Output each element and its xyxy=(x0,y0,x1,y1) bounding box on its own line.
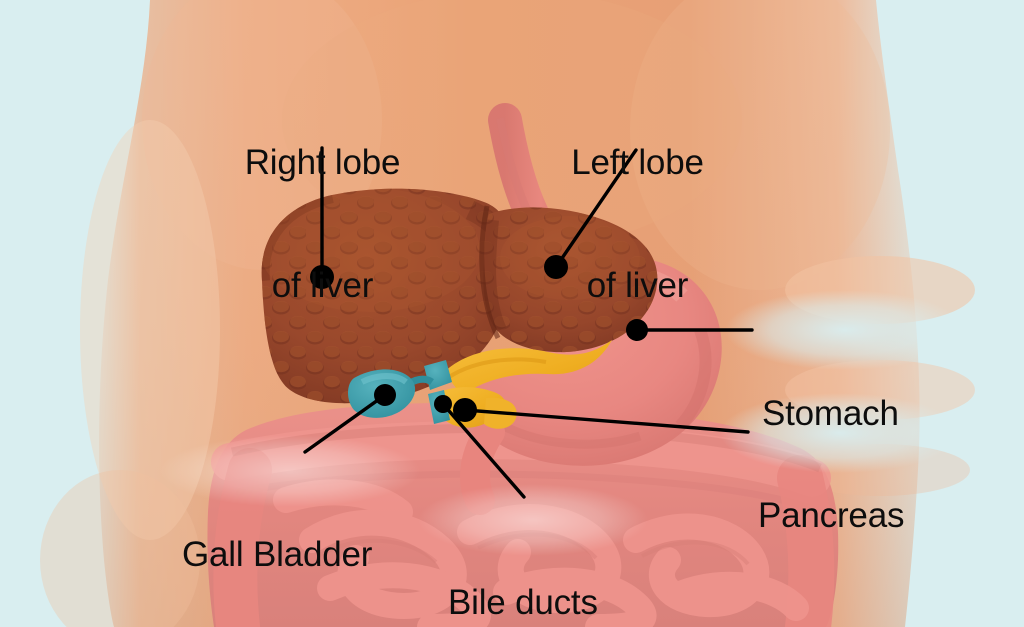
label-left-lobe-of-liver: Left lobe of liver xyxy=(520,60,755,388)
label-stomach-line1: Stomach xyxy=(762,394,899,433)
label-left-lobe-line1: Left lobe xyxy=(571,143,704,182)
label-gall-bladder: Gall Bladder xyxy=(182,452,372,627)
label-pancreas-line1: Pancreas xyxy=(758,496,905,535)
label-right-lobe-line1: Right lobe xyxy=(244,143,401,182)
label-right-lobe-of-liver: Right lobe of liver xyxy=(180,60,465,388)
label-left-lobe-line2: of liver xyxy=(586,266,689,305)
dot-left-lobe-of-liver xyxy=(544,255,568,279)
dot-pancreas xyxy=(453,398,477,422)
label-gall-bladder-line1: Gall Bladder xyxy=(182,535,373,574)
label-bile-ducts-line1: Bile ducts xyxy=(448,583,598,622)
leader-left-lobe-of-liver xyxy=(554,148,638,269)
leader-pancreas xyxy=(463,408,750,434)
label-pancreas: Pancreas xyxy=(758,413,904,618)
label-right-lobe-line2: of liver xyxy=(271,266,374,305)
dot-bile-ducts xyxy=(434,395,452,413)
label-stomach: Stomach xyxy=(762,311,899,516)
callout-dots xyxy=(310,255,648,422)
callout-leaders xyxy=(303,146,754,499)
leader-gall-bladder xyxy=(303,393,387,454)
label-halos xyxy=(160,290,965,556)
label-bile-ducts: Bile ducts xyxy=(448,500,598,627)
leader-bile-ducts xyxy=(441,402,526,499)
dot-right-lobe-of-liver xyxy=(310,265,334,289)
dot-gall-bladder xyxy=(374,384,396,406)
liver-right-lobe xyxy=(261,188,514,404)
dot-stomach xyxy=(626,319,648,341)
